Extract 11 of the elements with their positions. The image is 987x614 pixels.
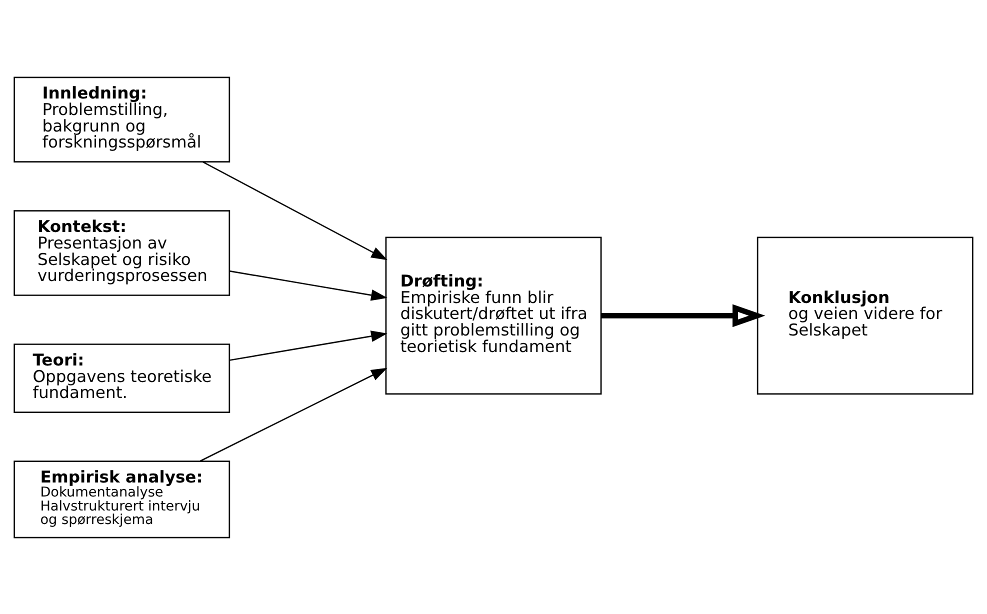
arrow: [202, 160, 388, 260]
arrow: [229, 330, 388, 360]
arrow: [229, 270, 388, 300]
arrow: [200, 367, 388, 462]
node-box: Kontekst: Presentasjon av Selskapet og risiko vurderingsprosessen: [14, 210, 230, 296]
node-box: Empirisk analyse: Dokumentanalyse Halvstrukturert intervju og spørreskjema: [14, 460, 230, 538]
node-box: Konklusjon og veien videre for Selskapet: [756, 236, 974, 394]
arrow: [601, 304, 766, 327]
node-box: Drøfting: Empiriske funn blir diskutert/drøftet ut ifra gitt problemstilling og teorietisk fundament: [385, 236, 602, 394]
node-box: Teori: Oppgavens teoretiske fundament.: [14, 343, 230, 412]
node-box: Innledning: Problemstilling, bakgrunn og forskningsspørsmål: [14, 76, 230, 162]
